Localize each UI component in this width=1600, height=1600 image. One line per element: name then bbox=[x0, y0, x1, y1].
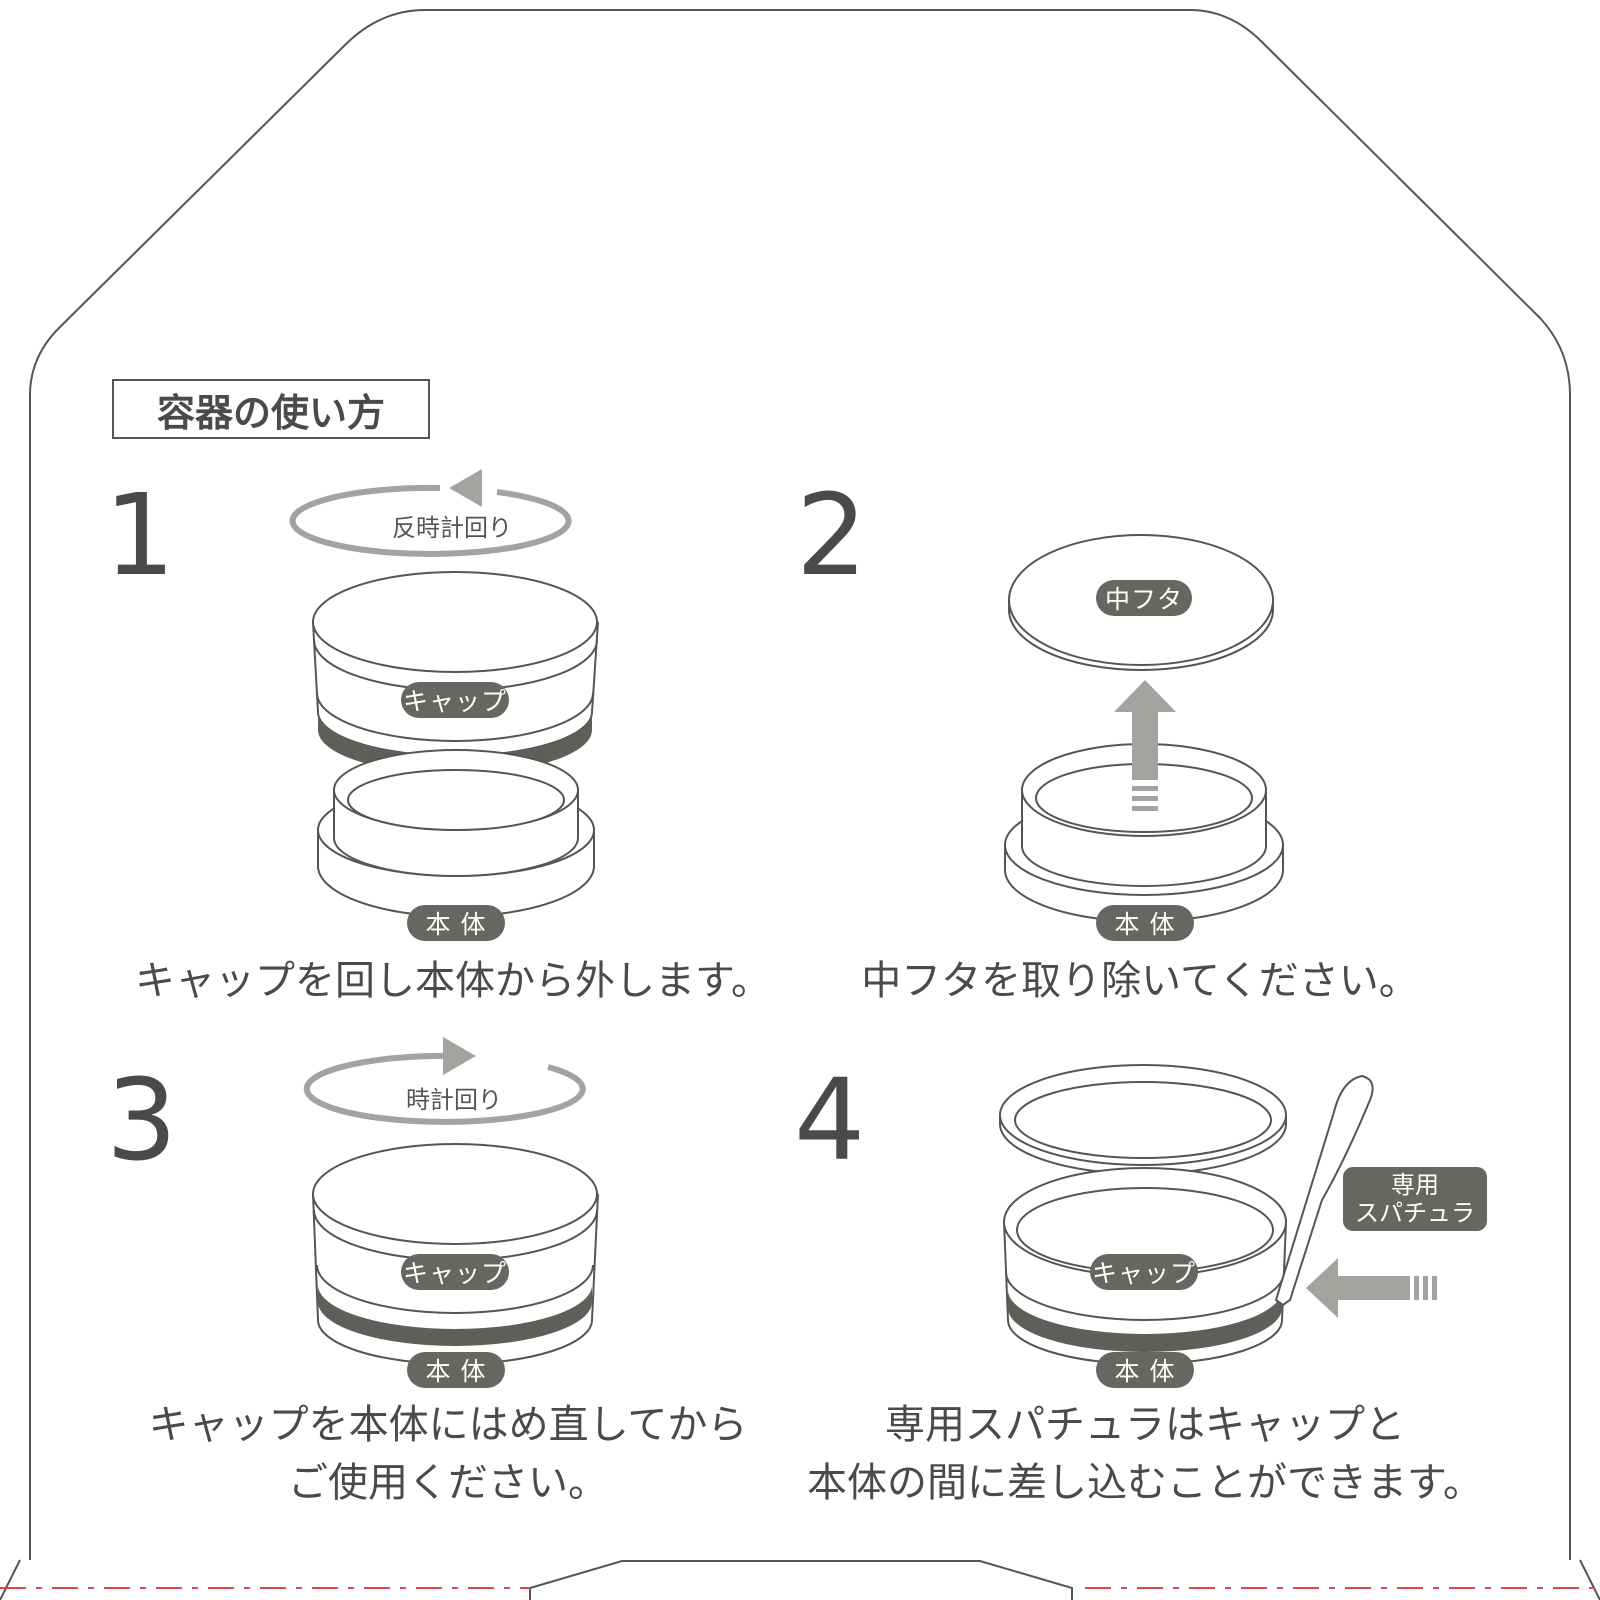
spatula-label-line1: 専用 bbox=[1391, 1171, 1439, 1199]
step1-cap-label: キャップ bbox=[401, 682, 509, 718]
step2-number: 2 bbox=[796, 471, 868, 601]
package-outline bbox=[29, 9, 1571, 1560]
step4-caption: 専用スパチュラはキャップと 本体の間に差し込むことができます。 bbox=[790, 1396, 1500, 1512]
step3-caption-line2: ご使用ください。 bbox=[288, 1460, 608, 1506]
step4-spatula-label: 専用 スパチュラ bbox=[1343, 1167, 1487, 1231]
step4-caption-line2: 本体の間に差し込むことができます。 bbox=[807, 1460, 1483, 1506]
step1-number: 1 bbox=[104, 471, 176, 601]
step4-left-arrow bbox=[1306, 1258, 1437, 1318]
spatula-label-line2: スパチュラ bbox=[1355, 1199, 1475, 1227]
step1-body-label: 本 体 bbox=[407, 905, 505, 941]
step1-rotation-label: 反時計回り bbox=[392, 514, 512, 542]
step1-body bbox=[317, 749, 595, 918]
step4-number: 4 bbox=[794, 1056, 866, 1186]
step2-body-label: 本 体 bbox=[1096, 905, 1194, 941]
step3-rotation-arrow bbox=[303, 1037, 586, 1125]
step4-cap-label: キャップ bbox=[1090, 1254, 1198, 1290]
step4-body-label: 本 体 bbox=[1096, 1352, 1194, 1388]
step4-caption-line1: 専用スパチュラはキャップと bbox=[885, 1402, 1405, 1448]
step3-cap-label: キャップ bbox=[401, 1254, 509, 1290]
step2-up-arrow bbox=[1114, 680, 1176, 811]
bottom-tab-outline bbox=[0, 1559, 1600, 1600]
step1-cap bbox=[312, 571, 599, 774]
step3-body-label: 本 体 bbox=[407, 1352, 505, 1388]
bottom-notch bbox=[529, 1560, 1073, 1600]
step4-spatula bbox=[1274, 1074, 1374, 1307]
step2-lid-label: 中フタ bbox=[1096, 580, 1192, 616]
step1-rotation-arrow bbox=[289, 469, 572, 557]
step3-number: 3 bbox=[106, 1056, 178, 1186]
step3-caption: キャップを本体にはめ直してから ご使用ください。 bbox=[108, 1396, 788, 1512]
step3-rotation-label: 時計回り bbox=[406, 1086, 502, 1114]
usage-title: 容器の使い方 bbox=[112, 379, 430, 439]
step2-caption: 中フタを取り除いてください。 bbox=[861, 958, 1419, 1004]
step4-cap-ring bbox=[999, 1064, 1287, 1175]
step3-caption-line1: キャップを本体にはめ直してから bbox=[148, 1402, 748, 1448]
step1-caption: キャップを回し本体から外します。 bbox=[135, 958, 771, 1004]
